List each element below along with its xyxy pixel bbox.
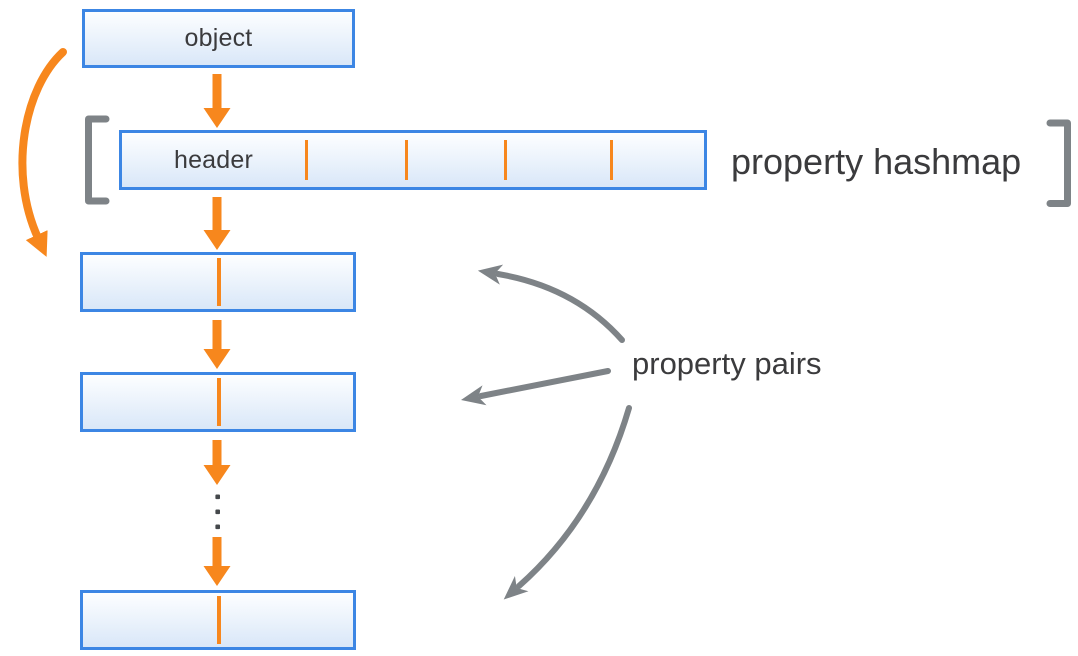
gray-arrow-to-pair2 xyxy=(460,368,611,406)
hashmap-slot-divider xyxy=(305,140,308,180)
curved-arrow-object-to-pair1 xyxy=(18,48,67,257)
gray-arrow-to-pair3 xyxy=(503,405,632,600)
arrow-pair1-to-pair2 xyxy=(203,320,231,369)
arrow-hashmap-to-pair1 xyxy=(203,197,231,250)
object-box: object xyxy=(82,9,355,68)
pair-divider xyxy=(217,258,221,306)
hashmap-label: property hashmap xyxy=(731,141,1022,182)
arrow-pair2-to-ellipsis xyxy=(203,440,231,485)
hashmap-slot-divider xyxy=(610,140,613,180)
ellipsis-dot xyxy=(215,494,220,500)
hashmap-box: header xyxy=(119,130,707,190)
property-pair-box-2 xyxy=(80,372,356,432)
pair-divider xyxy=(217,378,221,426)
property-pair-box-3 xyxy=(80,590,356,650)
pairs-label: property pairs xyxy=(632,346,822,381)
ellipsis-dot xyxy=(215,524,220,530)
object-box-label: object xyxy=(184,24,253,52)
gray-annotation-arrows xyxy=(460,264,632,600)
left-bracket xyxy=(85,115,110,205)
pair-divider xyxy=(217,596,221,644)
arrow-ellipsis-to-pair3 xyxy=(203,537,231,586)
hashmap-slot-divider xyxy=(504,140,507,180)
right-bracket xyxy=(1046,119,1071,207)
property-pair-box-1 xyxy=(80,252,356,312)
hashmap-header-cell-label: header xyxy=(173,146,254,174)
hashmap-slot-divider xyxy=(405,140,408,180)
gray-arrow-to-pair1 xyxy=(477,264,625,343)
ellipsis-dots xyxy=(215,494,220,530)
ellipsis-dot xyxy=(215,509,220,515)
arrow-object-to-hashmap xyxy=(203,74,231,128)
